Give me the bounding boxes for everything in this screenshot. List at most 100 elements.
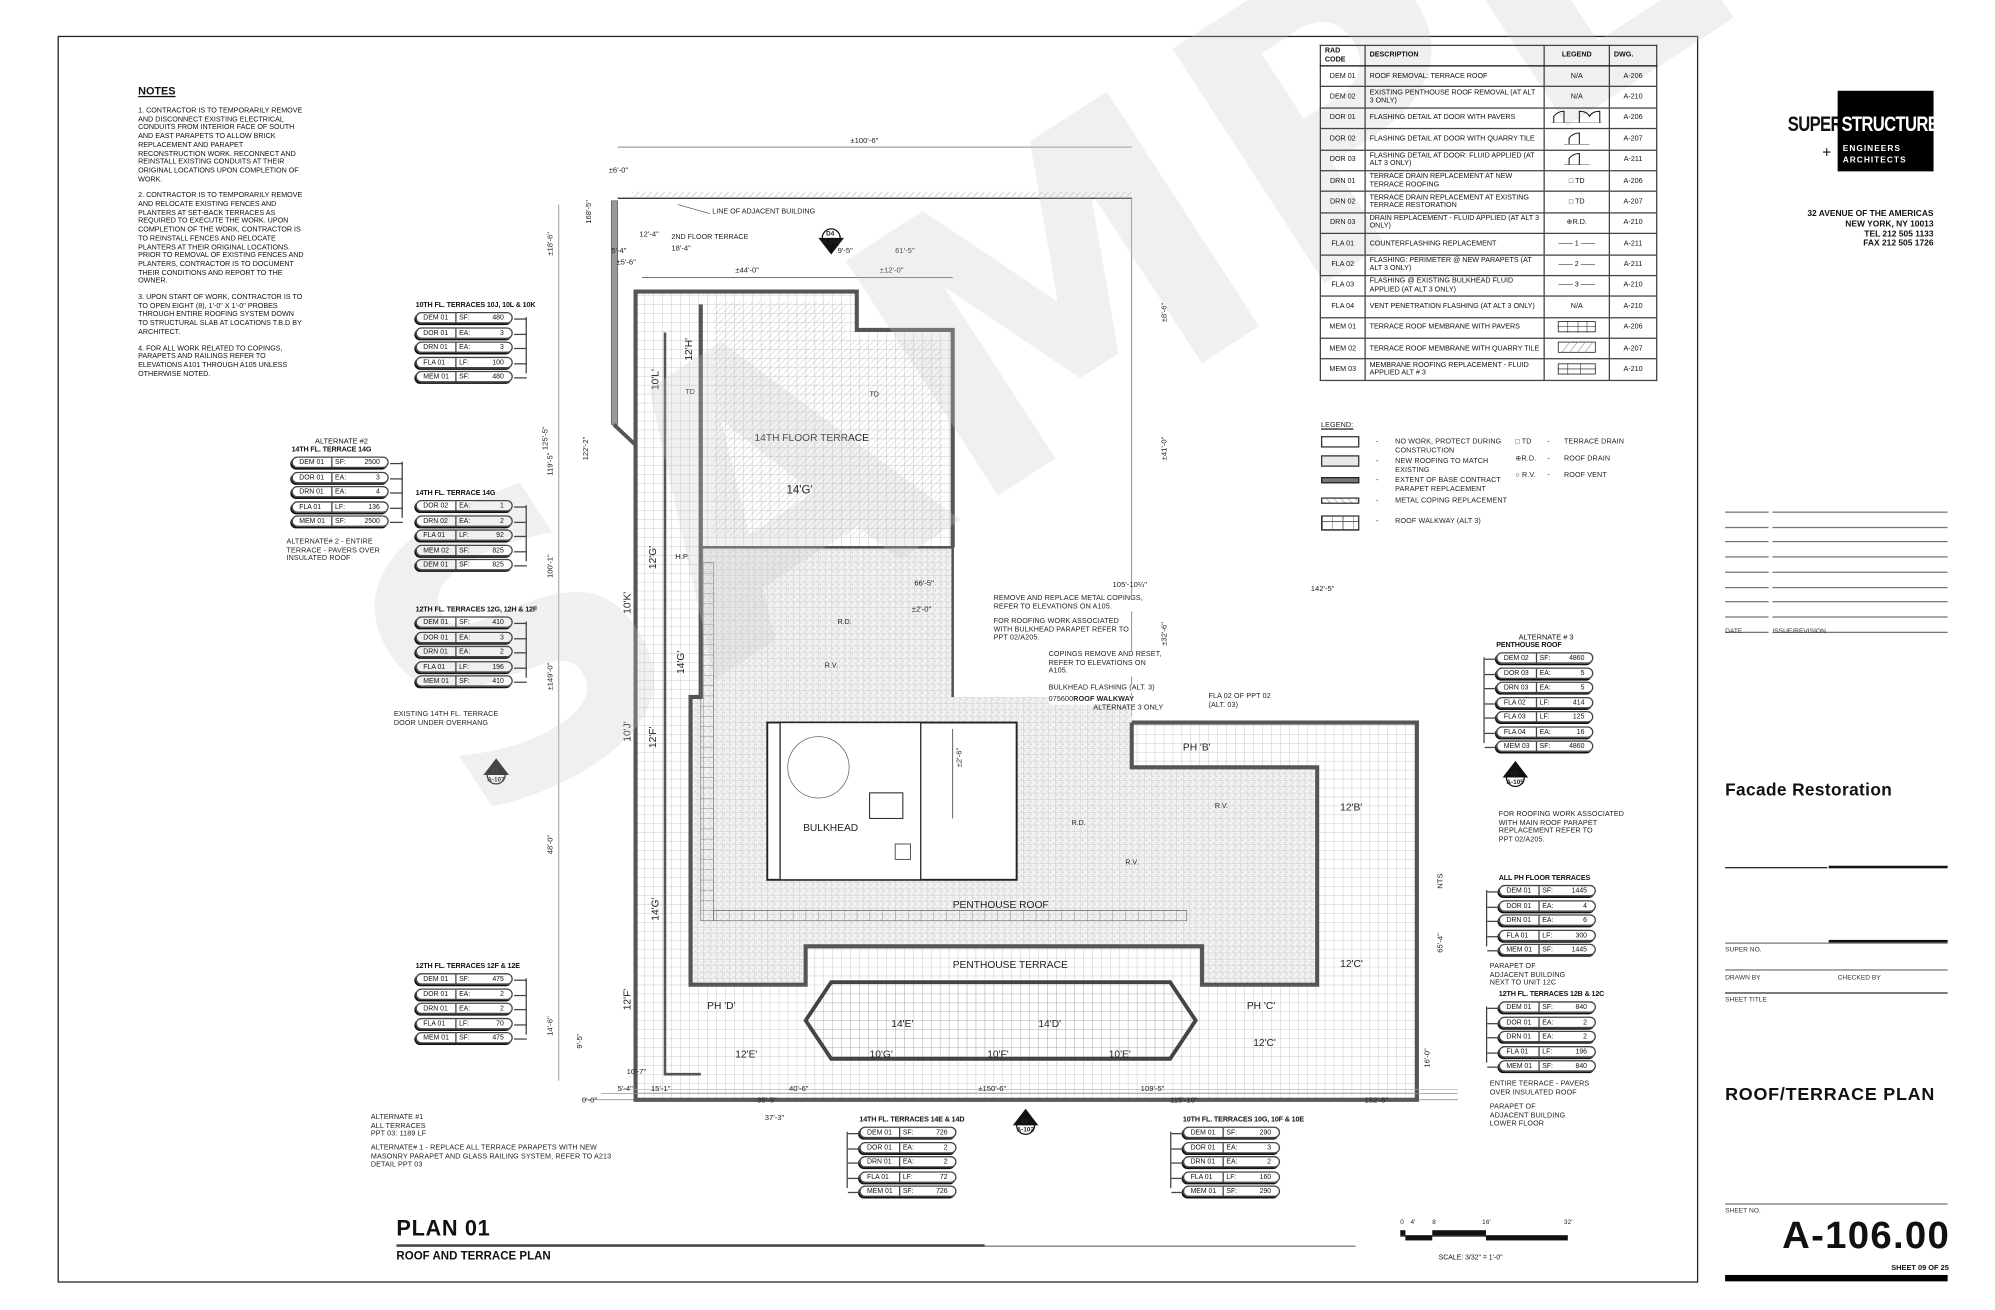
sheet-title-label: SHEET TITLE [1725, 996, 1767, 1004]
tag-unit: EA: [898, 1142, 914, 1153]
scale-tick: 4' [1410, 1218, 1416, 1227]
tag-code: MEM 01 [1190, 1188, 1217, 1196]
dimension-label: 12'-4" [639, 230, 659, 239]
room-label: 14'G' [786, 485, 812, 497]
dimension-label: 0'-0" [582, 1095, 598, 1104]
tag-quantity: 2 [1267, 1158, 1272, 1167]
tag-quantity: 726 [936, 1129, 948, 1137]
legend-dash: - [1375, 476, 1379, 485]
parapet-12c-note: PARAPET OF ADJACENT BUILDING NEXT TO UNI… [1489, 962, 1566, 988]
tag-quantity: 4 [1583, 902, 1587, 910]
tag-unit: SF: [1538, 1002, 1553, 1013]
scale-tick: 16' [1482, 1218, 1491, 1227]
issue-revision-label: ISSUE/REVISION [1772, 627, 1826, 636]
legend-dash: - [1375, 497, 1379, 506]
description-cell: TERRACE ROOF MEMBRANE WITH QUARRY TILE [1364, 337, 1545, 360]
tag-unit: EA: [455, 328, 470, 339]
dwg-cell: A-206 [1608, 107, 1658, 130]
tag-unit: LF: [455, 530, 469, 541]
address-line: NEW YORK, NY 10013 [1845, 219, 1934, 229]
tag-code: MEM 01 [867, 1188, 893, 1196]
room-label: 10'L' [651, 369, 662, 390]
tag-unit: EA: [1222, 1157, 1237, 1168]
logo-box [1837, 90, 1934, 172]
copings-reset-note: COPINGS REMOVE AND RESET, REFER TO ELEVA… [1048, 650, 1162, 677]
tag-unit: SF: [331, 516, 346, 527]
tag-unit: EA: [331, 487, 346, 498]
room-label: 10'E' [1109, 1050, 1131, 1061]
rad-code-cell: DOR 02 [1319, 128, 1366, 151]
description-cell: FLASHING DETAIL AT DOOR WITH PAVERS [1364, 107, 1545, 130]
walkway-swatch [1321, 515, 1360, 531]
tag-quantity: 3 [500, 633, 504, 642]
col-dwg: DWG. [1608, 44, 1658, 67]
description-cell: FLASHING DETAIL AT DOOR WITH QUARRY TILE [1364, 128, 1545, 151]
room-label: 10'J' [622, 721, 633, 741]
tag-code: DRN 01 [423, 343, 448, 352]
tag-group-title: 14TH FL. TERRACE 14G [291, 446, 372, 454]
room-label: PH 'D' [707, 1001, 735, 1012]
legend-symbol-icon [1557, 341, 1596, 354]
room-label: H.P. [675, 552, 689, 561]
tag-code: DRN 02 [423, 517, 448, 525]
tag-quantity: 300 [1575, 931, 1587, 940]
tag-quantity: 4860 [1569, 654, 1585, 663]
roof-drain-label: R.D. [1072, 820, 1086, 827]
revision-date-line [1725, 541, 1769, 543]
sheet-no-label: SHEET NO. [1725, 1207, 1761, 1215]
sheet-number: A-106.00 [1782, 1214, 1951, 1258]
description-cell: FLASHING @ EXISTING BULKHEAD FLUID APPLI… [1364, 274, 1545, 298]
dimensions: ±100'-6" ±6'-0" 168'-5" ±18'-6" 12'-4" 1… [540, 136, 1458, 1122]
tag-unit: EA: [331, 472, 346, 483]
dwg-cell: A-207 [1608, 337, 1658, 360]
tag-code: DEM 01 [1506, 1003, 1532, 1012]
description-cell: TERRACE DRAIN REPLACEMENT AT NEW TERRACE… [1364, 170, 1545, 193]
tag-code: FLA 01 [299, 503, 322, 511]
revision-date-line [1725, 556, 1769, 558]
tag-code: FLA 01 [423, 1019, 446, 1028]
rad-code-cell: DRN 01 [1319, 170, 1366, 193]
revision-issue-line [1772, 511, 1948, 513]
tag-unit: LF: [455, 661, 469, 673]
legend-cell: □ TD [1543, 190, 1611, 214]
dimension-label: 152'-5" [1364, 1095, 1388, 1104]
tag-quantity: 4860 [1569, 742, 1585, 751]
tag-group-title: PENTHOUSE ROOF [1496, 641, 1562, 650]
description-cell: VENT PENETRATION FLASHING (AT ALT 3 ONLY… [1364, 295, 1545, 319]
dimension-label: ±2'-0" [912, 604, 932, 613]
tag-code: DRN 03 [1503, 684, 1529, 692]
tag-group-alternate: ALTERNATE #2 [315, 438, 368, 447]
tag-quantity: 3 [500, 343, 504, 352]
tag-unit: EA: [1535, 668, 1551, 679]
dwg-cell: A-206 [1608, 316, 1658, 339]
legend-cell: □ TD [1543, 170, 1611, 193]
room-label: PENTHOUSE TERRACE [953, 960, 1068, 971]
room-label: 14'G' [651, 897, 662, 920]
room-label: 12'H' [684, 338, 695, 361]
terrace-drain-symbol: □ TD [1515, 438, 1532, 447]
walkway-alt-note: ALTERNATE 3 ONLY [1093, 704, 1164, 713]
description-cell: FLASHING DETAIL AT DOOR: FLUID APPLIED (… [1364, 149, 1545, 172]
svg-text:A-104: A-104 [822, 239, 840, 246]
walkway-label: ROOF WALKWAY [1073, 695, 1135, 704]
revision-issue-line [1772, 631, 1948, 633]
tag-code: FLA 01 [1190, 1173, 1213, 1181]
logo-super: SUPER [1787, 110, 1843, 136]
room-label: 12'F' [622, 989, 633, 1011]
tag-unit: SF: [898, 1186, 914, 1197]
sheet-count: SHEET 09 OF 25 [1891, 1264, 1949, 1273]
tag-code: DEM 01 [423, 314, 449, 323]
dimension-label: ±8'-6" [1159, 303, 1168, 323]
dimension-label: 105'-10¼" [1113, 580, 1148, 589]
dimension-label: ±6'-0" [609, 166, 629, 175]
